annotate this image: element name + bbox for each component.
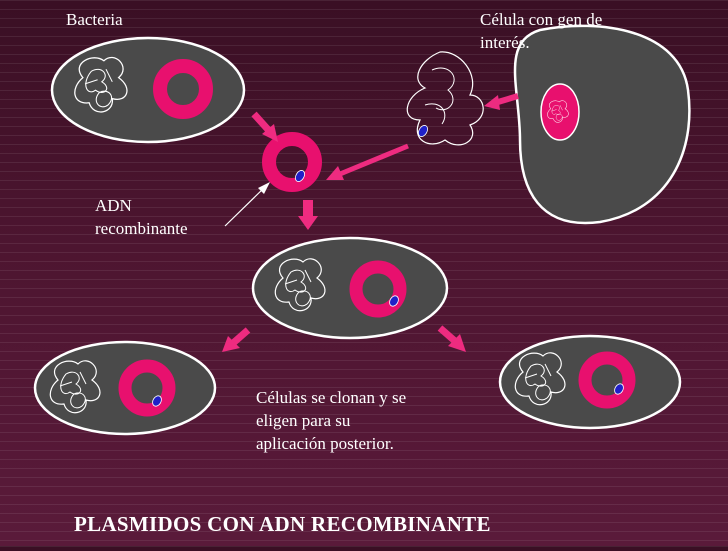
plasmid-top: [153, 59, 213, 119]
bacterium-middle: [251, 236, 449, 340]
arrow-middle-to-left: [222, 327, 251, 352]
plasmid-bottom-left: [118, 359, 176, 417]
bacterium-bottom-right: [498, 334, 682, 430]
bacterium-bottom-left: [33, 340, 217, 436]
label-bacteria: Bacteria: [66, 10, 123, 29]
arrow-middle-to-right: [437, 325, 466, 352]
plasmid-middle: [349, 260, 407, 318]
pointer-recombinant-dna: [224, 182, 270, 227]
dna-fragment: [406, 51, 484, 146]
arrow-cell-to-dna: [484, 93, 519, 110]
bacterium-top: [50, 36, 246, 144]
plasmid-bottom-right: [578, 351, 636, 409]
page-title: PLASMIDOS CON ADN RECOMBINANTE: [74, 512, 491, 536]
recombinant-plasmid: [262, 132, 322, 192]
arrow-plasmid-to-middle: [298, 200, 318, 230]
arrow-dna-to-plasmid: [326, 143, 409, 180]
label-cell-with-gene: Célula con gen de interés.: [480, 10, 603, 52]
donor-cell: [513, 24, 691, 225]
arrow-bacterium-to-plasmid: [251, 111, 278, 142]
label-cloned-cells: Células se clonan y se eligen para su ap…: [256, 388, 407, 453]
label-recombinant-dna: ADN recombinante: [95, 196, 188, 238]
